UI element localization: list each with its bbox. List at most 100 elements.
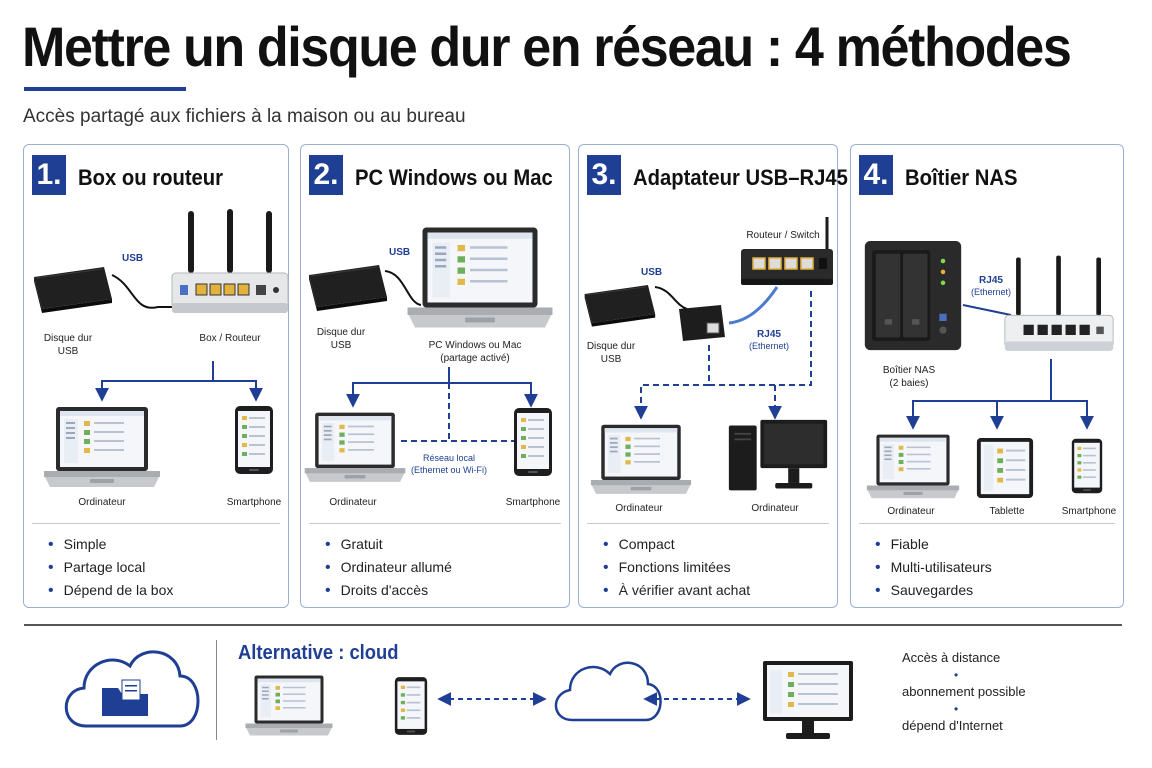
panel-bullets: Fiable Multi-utilisateurs Sauvegardes bbox=[875, 533, 992, 602]
panel-number: 3. bbox=[587, 155, 621, 195]
hard-disk-icon bbox=[33, 266, 113, 313]
disk-label-line2: USB bbox=[58, 346, 79, 357]
bullet-item: Droits d'accès bbox=[325, 579, 452, 602]
pc-label-line1: PC Windows ou Mac bbox=[429, 340, 522, 351]
hard-disk-icon bbox=[584, 284, 656, 327]
panel-number: 1. bbox=[32, 155, 66, 195]
laptop-icon bbox=[304, 412, 406, 482]
panel-box-routeur: 1. Box ou routeur USB Disque dur USB Box… bbox=[23, 144, 289, 608]
desktop-pc-icon bbox=[728, 419, 828, 491]
cloud-notes: Accès à distance • abonnement possible •… bbox=[902, 650, 1026, 733]
switch-icon bbox=[740, 248, 834, 286]
usb-label: USB bbox=[641, 267, 662, 278]
smartphone-icon bbox=[1071, 438, 1103, 494]
laptop-icon bbox=[590, 424, 692, 494]
tablet-label: Tablette bbox=[989, 506, 1024, 517]
usb-label: USB bbox=[389, 247, 410, 258]
cloud-note: abonnement possible bbox=[902, 684, 1026, 699]
disk-label-line1: Disque dur bbox=[587, 341, 636, 352]
rj45-label-line2: (Ethernet) bbox=[749, 341, 789, 351]
panel-pc-windows-mac: 2. PC Windows ou Mac USB Disque dur USB … bbox=[300, 144, 570, 608]
phone-label: Smartphone bbox=[227, 497, 282, 508]
note-separator-dot: • bbox=[954, 668, 959, 682]
disk-label-line2: USB bbox=[331, 340, 352, 351]
panel-bullets: Compact Fonctions limitées À vérifier av… bbox=[603, 533, 751, 602]
lan-label-line2: (Ethernet ou Wi-Fi) bbox=[411, 465, 487, 475]
laptop-icon bbox=[407, 227, 553, 328]
folder-icon bbox=[102, 679, 148, 716]
tablet-icon bbox=[976, 437, 1034, 499]
panel-boitier-nas: 4. Boîtier NAS RJ45 (Ethernet) Boîtier N… bbox=[850, 144, 1124, 608]
cloud-note: Accès à distance bbox=[902, 650, 1001, 665]
title-underline bbox=[24, 87, 186, 91]
smartphone-icon bbox=[514, 408, 552, 476]
cloud-section-title: Alternative : cloud bbox=[238, 642, 399, 664]
laptop-icon bbox=[245, 675, 333, 736]
bullet-item: Simple bbox=[48, 533, 173, 556]
vertical-divider bbox=[216, 640, 217, 740]
rj45-label-line2: (Ethernet) bbox=[971, 287, 1011, 297]
bullet-item: Gratuit bbox=[325, 533, 452, 556]
disk-label-line1: Disque dur bbox=[317, 327, 366, 338]
diagram-adaptateur-usb-rj45: Routeur / Switch USB RJ45 (Ethernet) Dis… bbox=[584, 217, 834, 514]
router-icon bbox=[171, 209, 289, 314]
laptop-icon bbox=[866, 434, 960, 499]
bullet-item: Partage local bbox=[48, 556, 173, 579]
note-separator-dot: • bbox=[954, 702, 959, 716]
smartphone-icon bbox=[235, 406, 273, 474]
bullet-item: À vérifier avant achat bbox=[603, 579, 751, 602]
panel-title: Adaptateur USB–RJ45 bbox=[633, 165, 848, 190]
bullet-item: Fonctions limitées bbox=[603, 556, 750, 579]
usb-rj45-adapter-icon bbox=[679, 305, 725, 341]
computer-label: Ordinateur bbox=[751, 503, 799, 514]
smartphone-icon bbox=[394, 677, 428, 735]
diagram-pc-windows-mac: USB Disque dur USB PC Windows ou Mac (pa… bbox=[304, 227, 561, 508]
panel-divider bbox=[309, 523, 561, 524]
panel-number: 4. bbox=[859, 155, 893, 195]
router-label: Box / Routeur bbox=[199, 333, 261, 344]
disk-label-line2: USB bbox=[601, 354, 622, 365]
computer-label: Ordinateur bbox=[329, 497, 377, 508]
bullet-item: Compact bbox=[603, 533, 750, 556]
nas-label-line1: Boîtier NAS bbox=[883, 365, 936, 376]
nas-label-line2: (2 baies) bbox=[890, 378, 929, 389]
panel-bullets: Simple Partage local Dépend de la box bbox=[48, 533, 174, 602]
phone-label: Smartphone bbox=[1062, 506, 1117, 517]
rj45-label-line1: RJ45 bbox=[757, 329, 781, 340]
panel-divider bbox=[32, 523, 280, 524]
hard-disk-icon bbox=[308, 264, 388, 311]
computer-label: Ordinateur bbox=[615, 503, 663, 514]
switch-label: Routeur / Switch bbox=[746, 230, 819, 241]
panel-title: Box ou routeur bbox=[78, 165, 224, 190]
lan-label-line1: Réseau local bbox=[423, 453, 475, 463]
disk-label-line1: Disque dur bbox=[44, 333, 93, 344]
cloud-note: dépend d'Internet bbox=[902, 718, 1003, 733]
panel-divider bbox=[859, 523, 1115, 524]
bullet-item: Multi-utilisateurs bbox=[875, 556, 992, 579]
phone-label: Smartphone bbox=[506, 497, 561, 508]
bullet-item: Fiable bbox=[875, 533, 992, 556]
cloud-folder-icon bbox=[64, 650, 200, 728]
bullet-item: Dépend de la box bbox=[48, 579, 174, 602]
rj45-label-line1: RJ45 bbox=[979, 275, 1003, 286]
panel-number: 2. bbox=[309, 155, 343, 195]
page-title: Mettre un disque dur en réseau : 4 métho… bbox=[22, 15, 1072, 78]
bullet-item: Sauvegardes bbox=[875, 579, 992, 602]
page-subtitle: Accès partagé aux fichiers à la maison o… bbox=[23, 106, 466, 127]
diagram-box-routeur: USB Disque dur USB Box / Routeur Ordinat… bbox=[33, 209, 289, 508]
panel-bullets: Gratuit Ordinateur allumé Droits d'accès bbox=[325, 533, 452, 602]
nas-icon bbox=[864, 241, 962, 351]
monitor-icon bbox=[763, 661, 853, 739]
panel-title: Boîtier NAS bbox=[905, 165, 1018, 190]
panel-title: PC Windows ou Mac bbox=[355, 165, 553, 190]
computer-label: Ordinateur bbox=[78, 497, 126, 508]
bullet-item: Ordinateur allumé bbox=[325, 556, 452, 579]
panel-adaptateur-usb-rj45: 3. Adaptateur USB–RJ45 Routeur / Switch … bbox=[578, 144, 848, 608]
panel-divider bbox=[587, 523, 829, 524]
usb-label: USB bbox=[122, 253, 143, 264]
pc-label-line2: (partage activé) bbox=[440, 353, 509, 364]
cloud-icon bbox=[554, 661, 662, 722]
computer-label: Ordinateur bbox=[887, 506, 935, 517]
section-divider bbox=[24, 624, 1122, 626]
router-icon bbox=[1004, 255, 1114, 352]
